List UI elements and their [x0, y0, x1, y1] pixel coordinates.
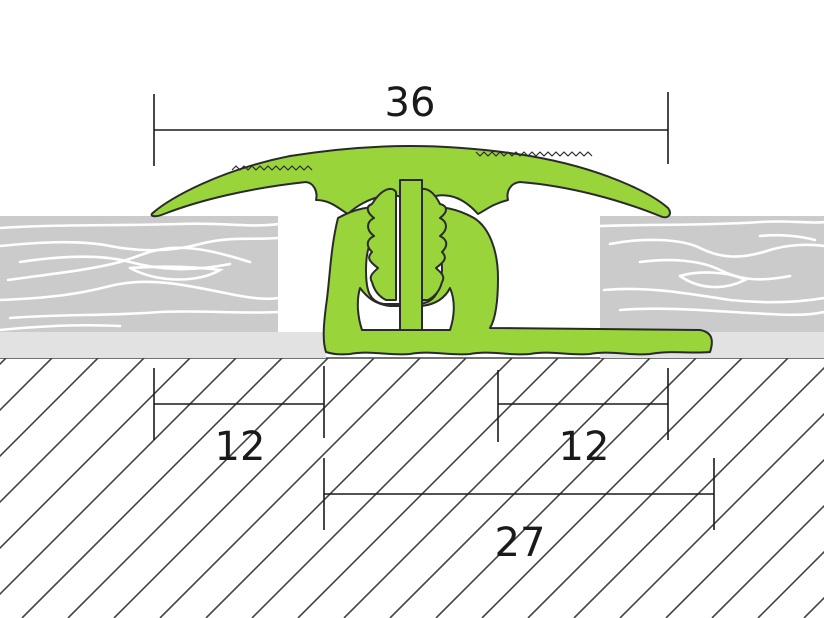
transition-profile [150, 145, 713, 356]
hatch-line [0, 358, 99, 458]
wood-plank-left [0, 216, 278, 332]
hatch-line [67, 358, 329, 618]
dim-label-left: 12 [215, 424, 266, 470]
hatch-line [619, 412, 824, 618]
hatch-line [527, 358, 789, 618]
hatch-line [389, 358, 651, 618]
subfloor-hatched [0, 357, 824, 618]
hatch-line [573, 366, 824, 618]
hatch-line [343, 358, 605, 618]
profile-stem [399, 179, 423, 331]
hatch-line [297, 358, 559, 618]
wood-plank-right [600, 216, 824, 332]
hatch-line [159, 358, 421, 618]
hatch-line [205, 358, 467, 618]
profile-clip-right [417, 187, 448, 301]
dim-label-base: 27 [495, 520, 546, 566]
dim-label-right: 12 [559, 424, 610, 470]
hatch-line [757, 550, 824, 618]
hatch-line [435, 358, 697, 618]
hatch-line [21, 358, 283, 618]
hatch-line [113, 358, 375, 618]
hatch-line [711, 504, 824, 618]
hatch-line [0, 358, 145, 504]
hatch-line [481, 358, 743, 618]
dim-label-top: 36 [385, 80, 436, 126]
hatch-line [0, 358, 53, 412]
underlay-left [0, 332, 326, 358]
hatch-line [0, 358, 191, 550]
hatch-line [0, 358, 237, 596]
hatch-line [251, 358, 513, 618]
dimension-lines [153, 92, 715, 530]
profile-cap-serrations [231, 151, 593, 171]
profile-clip-left [366, 187, 397, 301]
hatch-line [665, 458, 824, 618]
